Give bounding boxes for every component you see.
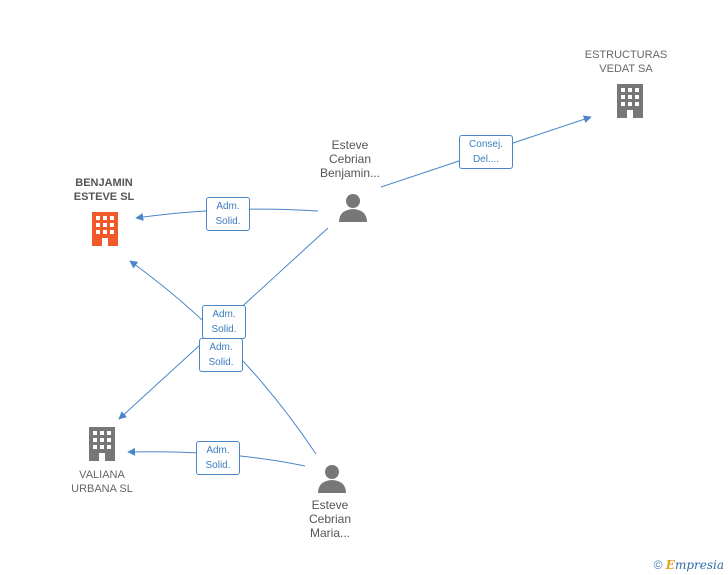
edge-label-line: Adm. bbox=[216, 201, 240, 212]
edge-label-line: Solid. bbox=[208, 357, 234, 368]
edge-label-consej[interactable]: Consej. Del.... bbox=[459, 135, 513, 169]
edge-label-adm-center-lower[interactable]: Adm. Solid. bbox=[199, 338, 243, 372]
copyright-icon: © bbox=[653, 558, 663, 572]
footer-brand: © Empresia bbox=[654, 558, 724, 572]
person-maria-label[interactable]: Esteve Cebrian Maria... bbox=[280, 498, 380, 540]
person-benjamin-label[interactable]: Esteve Cebrian Benjamin... bbox=[300, 138, 400, 180]
edge-label-line: Del.... bbox=[472, 154, 500, 165]
building-icon[interactable] bbox=[614, 84, 646, 118]
company-valiana-label[interactable]: VALIANA URBANA SL bbox=[56, 468, 148, 496]
building-icon[interactable] bbox=[89, 212, 121, 246]
label-line: BENJAMIN bbox=[75, 177, 133, 189]
company-estructuras-label[interactable]: ESTRUCTURAS VEDAT SA bbox=[580, 48, 672, 76]
label-line: Cebrian bbox=[328, 152, 372, 166]
label-line: Benjamin... bbox=[319, 166, 381, 180]
label-line: URBANA SL bbox=[71, 483, 133, 495]
label-line: ESTRUCTURAS bbox=[584, 49, 668, 61]
label-line: Esteve bbox=[311, 498, 349, 512]
edge-label-adm-valiana[interactable]: Adm. Solid. bbox=[196, 441, 240, 475]
label-line: Esteve bbox=[331, 138, 369, 152]
person-icon[interactable] bbox=[317, 463, 347, 493]
building-icon[interactable] bbox=[86, 427, 118, 461]
edge-label-line: Solid. bbox=[211, 324, 237, 335]
edge-label-adm-benjamin[interactable]: Adm. Solid. bbox=[206, 197, 250, 231]
label-line: ESTEVE SL bbox=[73, 191, 135, 203]
company-benjamin-label[interactable]: BENJAMIN ESTEVE SL bbox=[58, 176, 150, 204]
edge-label-line: Solid. bbox=[215, 216, 241, 227]
brand-logo: Empresia bbox=[665, 558, 724, 572]
label-line: VEDAT SA bbox=[599, 63, 653, 75]
edge-label-line: Solid. bbox=[205, 460, 231, 471]
person-icon[interactable] bbox=[338, 192, 368, 222]
edge-label-line: Adm. bbox=[206, 445, 230, 456]
edge-label-line: Adm. bbox=[209, 342, 233, 353]
edge-label-line: Adm. bbox=[212, 309, 236, 320]
label-line: VALIANA bbox=[79, 469, 125, 481]
edge-label-adm-center-upper[interactable]: Adm. Solid. bbox=[202, 305, 246, 339]
edge-label-line: Consej. bbox=[469, 139, 503, 150]
label-line: Cebrian bbox=[308, 512, 352, 526]
label-line: Maria... bbox=[309, 526, 350, 540]
